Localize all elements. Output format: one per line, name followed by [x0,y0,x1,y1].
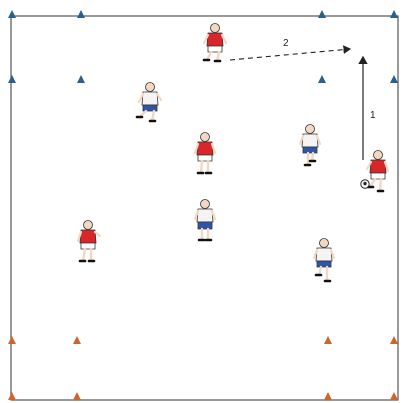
blue-cones [8,10,398,83]
blue-cone [8,10,16,18]
white-player [195,200,215,241]
blue-cone [8,75,16,83]
orange-cone [73,392,81,400]
blue-cone [77,10,85,18]
red-player [367,151,388,192]
blue-cone [318,75,326,83]
red-player [78,221,100,262]
blue-cone [390,10,398,18]
orange-cone [390,392,398,400]
white-player [314,239,334,282]
orange-cone [324,336,332,344]
pass-arrow [230,49,350,60]
orange-cone [8,336,16,344]
run-arrow-label: 1 [370,110,376,121]
soccer-ball [361,180,369,188]
orange-cone [73,336,81,344]
red-player [195,133,215,174]
orange-cone [8,392,16,400]
white-player [137,83,161,122]
blue-cone [77,75,85,83]
blue-cone [390,75,398,83]
red-player [204,24,226,62]
blue-cone [318,10,326,18]
pass-arrow-label: 2 [283,38,289,49]
orange-cone [324,392,332,400]
orange-cones [8,336,398,400]
white-player [300,125,320,166]
orange-cone [390,336,398,344]
